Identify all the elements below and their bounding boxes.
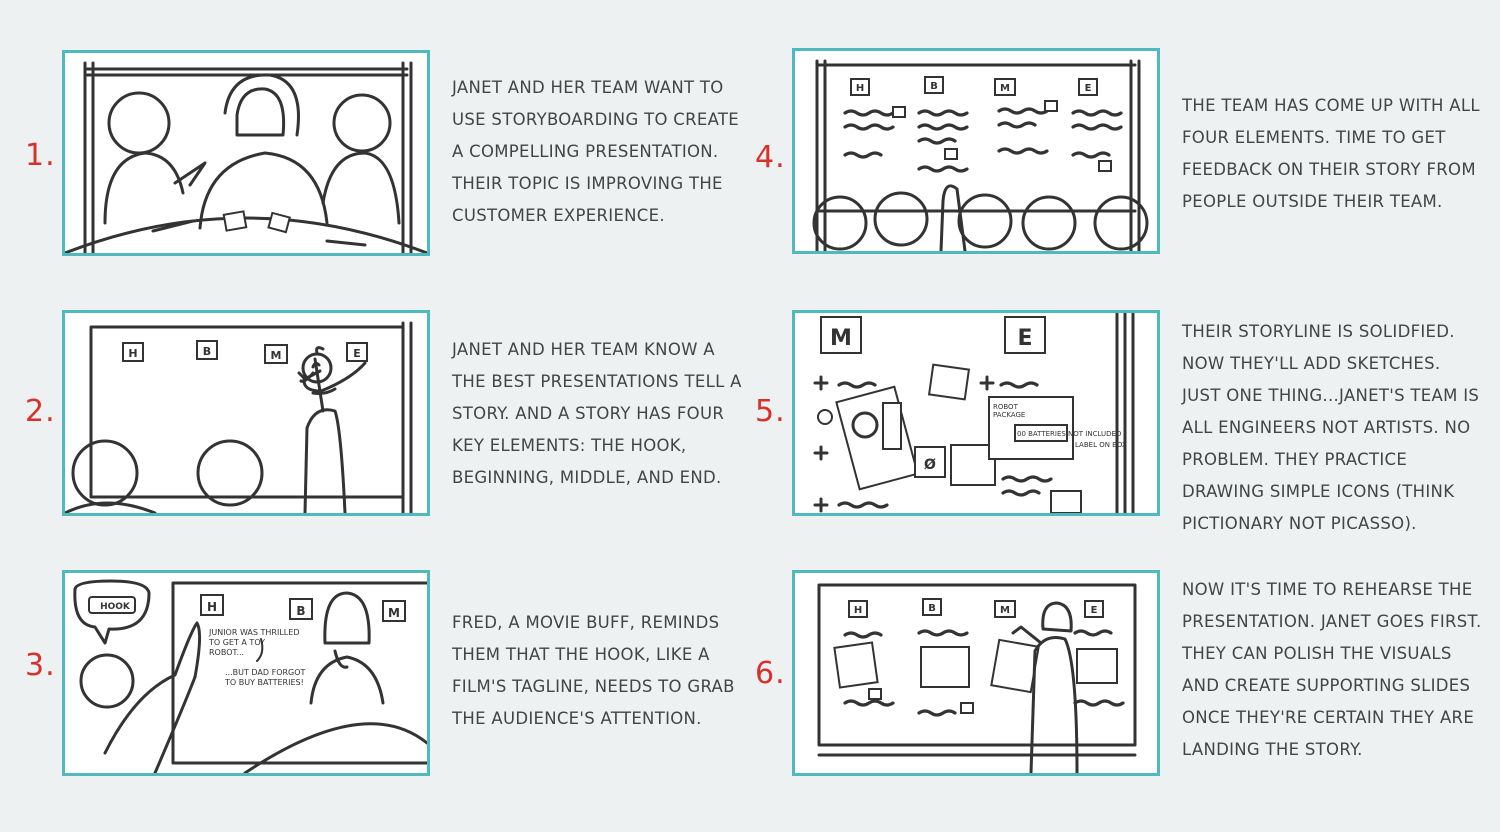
board-label-h: H xyxy=(207,600,217,614)
board-label-b: B xyxy=(928,603,936,614)
step-number: 1. xyxy=(25,138,56,173)
step-caption: The team has come up with all four eleme… xyxy=(1182,96,1480,211)
hook-note-line: ROBOT... xyxy=(209,648,244,657)
rehearsal-sketch: H B M E xyxy=(817,583,1137,773)
sketch-note: LABEL ON BOX xyxy=(1075,441,1127,449)
step-number: 4. xyxy=(755,140,786,175)
hook-brainstorm-sketch: HOOK H B M JUNIOR WAS THRILLED TO GET A … xyxy=(73,579,427,773)
board-label-m: M xyxy=(830,326,852,351)
storyboard-panel-3: HOOK H B M JUNIOR WAS THRILLED TO GET A … xyxy=(62,570,430,776)
board-label-b: B xyxy=(930,81,938,92)
storyboard-panel-6: H B M E xyxy=(792,570,1160,776)
storyboard-panel-4: H B M E xyxy=(792,48,1160,254)
sketch-note: PACKAGE xyxy=(993,411,1025,419)
board-label-h: H xyxy=(128,347,137,360)
board-label-m: M xyxy=(388,606,400,620)
four-elements-board-sketch: H B M E xyxy=(65,321,413,513)
board-label-b: B xyxy=(203,345,211,358)
storyboard-panel-1 xyxy=(62,50,430,256)
hook-note-line: TO BUY BATTERIES! xyxy=(224,678,304,687)
step-number: 2. xyxy=(25,394,56,429)
board-label-h: H xyxy=(856,83,864,94)
step-caption: Janet and her team know a the best prese… xyxy=(452,340,742,487)
sketch-note: 00 BATTERIES NOT INCLUDED xyxy=(1017,430,1121,438)
board-label-m: M xyxy=(1000,605,1010,616)
step-caption: Their storyline is solidfied. Now they'l… xyxy=(1182,322,1480,533)
storyboard-panel-5: M E Ø ROBOT PACKAGE 00 BATTERIES NOT INC… xyxy=(792,310,1160,516)
storyboard-panel-2: H B M E xyxy=(62,310,430,516)
board-label-m: M xyxy=(1000,83,1010,94)
step-caption: Fred, a movie buff, reminds them that th… xyxy=(452,613,735,728)
board-label-h: H xyxy=(854,605,862,616)
step-number: 6. xyxy=(755,656,786,691)
board-label-e: E xyxy=(1017,326,1032,351)
step-caption: Now it's time to rehearse the presentati… xyxy=(1182,580,1482,759)
step-caption: Janet and her team want to use storyboar… xyxy=(452,78,740,225)
step-number: 3. xyxy=(25,648,56,683)
board-label-m: M xyxy=(271,349,282,362)
sketching-icons-sketch: M E Ø ROBOT PACKAGE 00 BATTERIES NOT INC… xyxy=(813,313,1135,513)
team-at-table-sketch xyxy=(65,61,427,253)
hook-note-line: TO GET A TOY xyxy=(208,638,265,647)
board-label-e: E xyxy=(1085,83,1092,94)
board-label-e: E xyxy=(1091,605,1098,616)
hook-note-line: JUNIOR WAS THRILLED xyxy=(208,628,299,637)
sketch-note: ROBOT xyxy=(993,403,1019,411)
step-number: 5. xyxy=(755,394,786,429)
svg-text:Ø: Ø xyxy=(924,457,936,473)
hook-note-line: ...BUT DAD FORGOT xyxy=(225,668,306,677)
board-label-e: E xyxy=(353,347,361,360)
board-label-b: B xyxy=(296,604,305,618)
story-feedback-sketch: H B M E xyxy=(812,59,1149,251)
hook-bubble-text: HOOK xyxy=(100,602,131,612)
